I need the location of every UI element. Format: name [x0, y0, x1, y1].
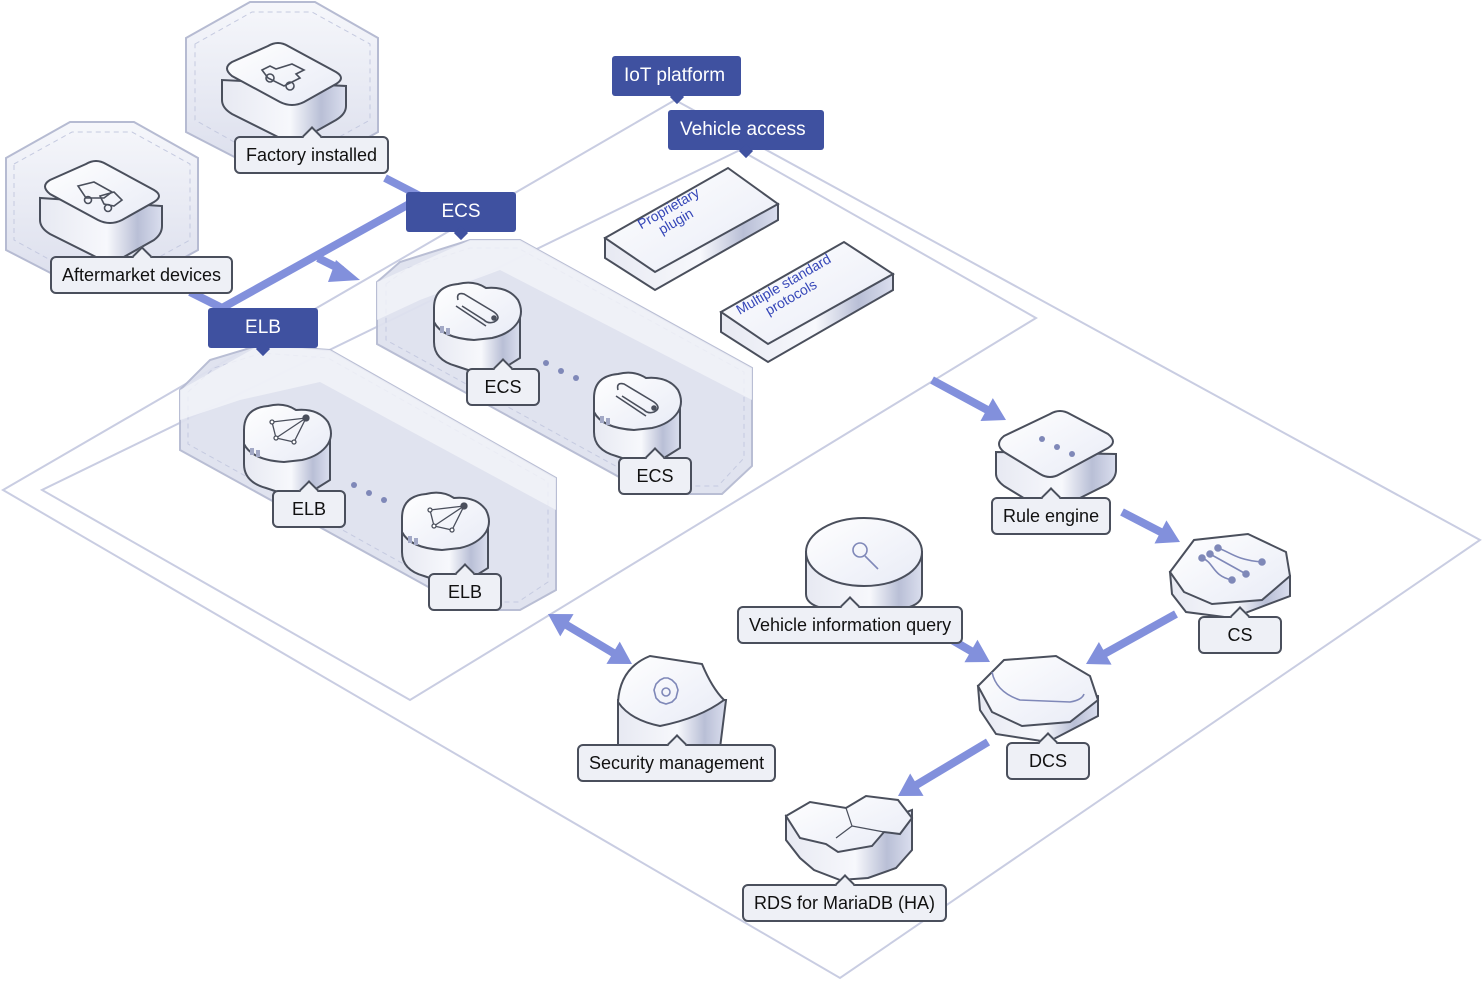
elb-node-2: [401, 491, 490, 586]
network-triangle-icon: [427, 502, 468, 533]
aftermarket-devices-label: Aftermarket devices: [50, 256, 234, 294]
vehicle-query-label: Vehicle information query: [737, 606, 964, 644]
standard-protocols-module: [719, 240, 895, 364]
ecs-node-2: [593, 371, 682, 466]
rule-engine-label: Rule engine: [991, 497, 1112, 535]
arrow-head: [964, 639, 990, 663]
rds-label: RDS for MariaDB (HA): [742, 884, 948, 922]
ellipsis-icon: [1039, 436, 1075, 457]
aftermarket-to-elb-line: [188, 288, 224, 312]
elb-to-ecs-arrow: [316, 254, 360, 282]
stream-lines-icon: [1198, 544, 1266, 584]
ecs-node-label-2: ECS: [618, 457, 692, 495]
dcs-label: DCS: [1006, 742, 1090, 780]
elb-node-label-1: ELB: [272, 490, 346, 528]
cs-label: CS: [1198, 616, 1282, 654]
ecs-group-tag: ECS: [406, 192, 516, 232]
status-led: [256, 450, 260, 457]
ecs-ellipsis-dots: [543, 360, 579, 381]
cs-to-dcs-arrow: [1086, 610, 1178, 665]
gear-icon: [653, 677, 679, 705]
iot-platform-tag: IoT platform: [612, 56, 741, 96]
paperclip-icon: [455, 292, 499, 327]
rds-device: [784, 794, 914, 882]
arrow-head: [898, 773, 924, 796]
status-led: [600, 416, 604, 423]
factory-installed-enclosure: [185, 0, 379, 166]
security-device: [616, 654, 728, 749]
database-cluster-icon: [835, 807, 885, 839]
elb-security-bidirectional-arrow: [548, 614, 632, 664]
rule-engine-to-cs-arrow: [1120, 508, 1180, 544]
dcs-to-rds-arrow: [898, 738, 991, 796]
elb-group-tag: ELB: [208, 308, 318, 348]
arrow-head: [1086, 641, 1112, 665]
proprietary-plugin-module: [603, 166, 780, 292]
hexagon-icon: [991, 671, 1085, 703]
status-led: [408, 536, 412, 543]
elb-node-1: [243, 403, 332, 498]
status-led: [250, 448, 254, 455]
arrow-head: [606, 641, 632, 664]
aftermarket-devices-enclosure: [5, 121, 199, 284]
cs-device: [1168, 532, 1292, 620]
status-led: [446, 328, 450, 335]
ecs-node-label-1: ECS: [466, 368, 540, 406]
status-led: [606, 418, 610, 425]
factory-device: [221, 42, 347, 142]
vehicle-access-tag: Vehicle access: [668, 110, 824, 150]
status-led: [440, 326, 444, 333]
network-triangle-icon: [269, 414, 310, 445]
elb-node-label-2: ELB: [428, 573, 502, 611]
car-icon: [260, 63, 306, 91]
truck-icon: [76, 181, 124, 213]
status-led: [414, 538, 418, 545]
rule-engine-device: [995, 410, 1117, 511]
paperclip-icon: [615, 382, 659, 417]
ecs-node-1: [433, 281, 522, 376]
flow-arrows: [548, 376, 1180, 796]
security-management-label: Security management: [577, 744, 777, 782]
factory-installed-label: Factory installed: [234, 136, 390, 174]
elb-ellipsis-dots: [351, 482, 387, 503]
arrow-tail-head: [548, 614, 574, 637]
search-icon: [852, 542, 879, 570]
access-to-rule-engine-arrow: [930, 376, 1006, 421]
arrow-head: [1154, 520, 1180, 544]
dcs-device: [976, 654, 1100, 744]
arrow-head: [980, 398, 1006, 421]
vehicle-query-device: [805, 517, 923, 609]
ecs-to-elb-line: [220, 194, 422, 312]
